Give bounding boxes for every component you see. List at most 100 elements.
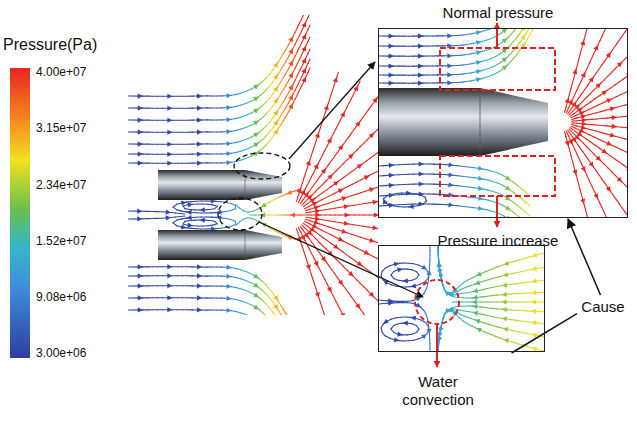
streamline xyxy=(128,215,185,221)
streamline-segment xyxy=(128,153,133,154)
streamline-segment xyxy=(488,180,493,181)
streamline-segment xyxy=(348,243,352,245)
streamline-segment xyxy=(418,204,423,205)
streamline-segment xyxy=(241,115,246,117)
streamline-segment xyxy=(177,210,182,211)
streamline-segment xyxy=(295,214,300,215)
flow-arrowhead xyxy=(572,69,577,75)
streamline-segment xyxy=(202,297,207,298)
streamline-segment xyxy=(259,129,263,132)
flow-arrowhead xyxy=(596,156,601,161)
streamline-segment xyxy=(297,35,299,39)
streamline-segment xyxy=(172,132,177,133)
streamline-segment xyxy=(394,75,399,76)
streamline-segment xyxy=(573,95,575,100)
streamline-segment xyxy=(472,42,477,44)
streamline-segment xyxy=(507,54,510,57)
streamline-segment xyxy=(297,81,299,85)
streamline-segment xyxy=(222,107,227,108)
streamline-segment xyxy=(418,337,422,339)
streamline-segment xyxy=(595,96,599,99)
streamline-segment xyxy=(452,82,457,83)
streamline-segment xyxy=(325,146,327,150)
streamline-segment xyxy=(259,93,263,96)
streamline-segment xyxy=(443,45,448,46)
flow-arrowhead xyxy=(409,204,414,209)
streamline-segment xyxy=(202,95,207,96)
streamline-segment xyxy=(416,194,421,195)
streamline-segment xyxy=(364,287,367,290)
streamline-segment xyxy=(498,193,503,195)
streamline-segment xyxy=(588,81,591,85)
streamline-segment xyxy=(172,309,177,310)
flow-arrowhead xyxy=(197,151,202,156)
streamline-segment xyxy=(397,193,402,195)
streamline-segment xyxy=(399,56,404,57)
streamline-segment xyxy=(526,213,530,216)
flow-arrowhead xyxy=(589,77,594,83)
streamline-segment xyxy=(172,96,177,97)
streamline-segment xyxy=(349,205,354,207)
streamline-segment xyxy=(401,317,406,318)
streamline-segment xyxy=(281,102,284,106)
streamline-segment xyxy=(602,31,604,36)
streamline-segment xyxy=(314,258,316,262)
streamline-segment xyxy=(566,136,567,141)
streamline xyxy=(572,125,627,152)
streamline-segment xyxy=(326,164,329,168)
streamline-segment xyxy=(340,263,343,266)
streamline xyxy=(128,59,310,157)
streamline-segment xyxy=(399,75,404,76)
flow-arrowhead xyxy=(580,40,585,46)
streamline-segment xyxy=(330,235,334,237)
flow-arrowhead xyxy=(226,129,231,134)
streamline-segment xyxy=(574,131,578,134)
streamline-segment xyxy=(270,289,273,293)
flow-arrowhead xyxy=(447,72,452,77)
streamline-segment xyxy=(605,109,610,110)
streamline-segment xyxy=(133,297,138,298)
streamline xyxy=(379,29,545,39)
streamline-segment xyxy=(281,78,284,82)
streamline-segment xyxy=(413,75,418,76)
flow-arrowhead xyxy=(601,90,607,95)
streamline-segment xyxy=(283,86,286,90)
streamline-segment xyxy=(143,266,148,267)
streamline-segment xyxy=(309,188,312,192)
streamline-segment xyxy=(270,128,273,132)
streamline-segment xyxy=(608,168,612,172)
streamline-segment xyxy=(217,95,222,96)
flow-arrowhead xyxy=(288,85,293,91)
streamline-segment xyxy=(616,147,621,149)
streamline-segment xyxy=(457,74,462,75)
streamline-segment xyxy=(502,215,506,217)
flow-arrowhead xyxy=(273,120,278,126)
streamline-segment xyxy=(182,309,187,310)
flow-arrowhead xyxy=(606,99,612,104)
flow-arrowhead xyxy=(226,105,231,110)
streamline-segment xyxy=(398,280,403,282)
streamline xyxy=(303,127,378,207)
streamline-segment xyxy=(307,226,311,229)
streamline-segment xyxy=(443,74,448,75)
streamline-segment xyxy=(177,285,182,286)
streamline-segment xyxy=(143,297,148,298)
streamline-segment xyxy=(343,187,347,189)
streamline-segment xyxy=(157,211,162,212)
streamline-segment xyxy=(308,37,310,41)
streamline-segment xyxy=(363,113,366,117)
streamline-segment xyxy=(236,222,240,225)
streamline-segment xyxy=(161,211,166,212)
streamline-segment xyxy=(273,198,277,200)
streamline-segment xyxy=(583,97,587,101)
streamline-segment xyxy=(196,201,201,202)
streamline-segment xyxy=(468,186,473,188)
streamline-segment xyxy=(182,144,187,145)
streamline-segment xyxy=(382,333,385,336)
streamline-segment xyxy=(226,210,231,212)
streamline-segment xyxy=(332,86,334,91)
streamline-segment xyxy=(587,119,592,121)
streamline-segment xyxy=(409,174,414,175)
streamline-segment xyxy=(570,113,574,116)
streamline-segment xyxy=(241,127,246,129)
